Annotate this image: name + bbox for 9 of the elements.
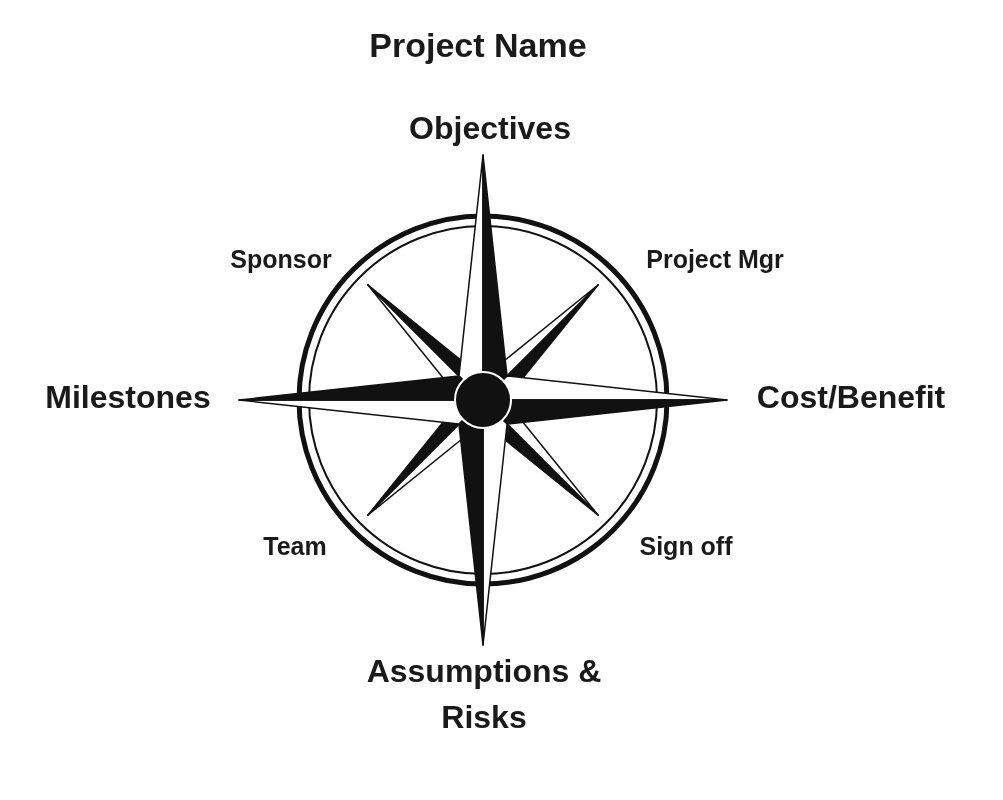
- direction-label: Assumptions & Risks: [365, 651, 603, 737]
- direction-label: Team: [263, 531, 327, 563]
- direction-label: Cost/Benefit: [756, 378, 946, 417]
- title: Project Name: [369, 24, 587, 66]
- direction-label: Sponsor: [230, 244, 332, 276]
- direction-label: Sign off: [639, 531, 733, 563]
- direction-label: Project Mgr: [646, 244, 784, 276]
- direction-label: Objectives: [409, 109, 571, 148]
- direction-label: Milestones: [45, 378, 211, 417]
